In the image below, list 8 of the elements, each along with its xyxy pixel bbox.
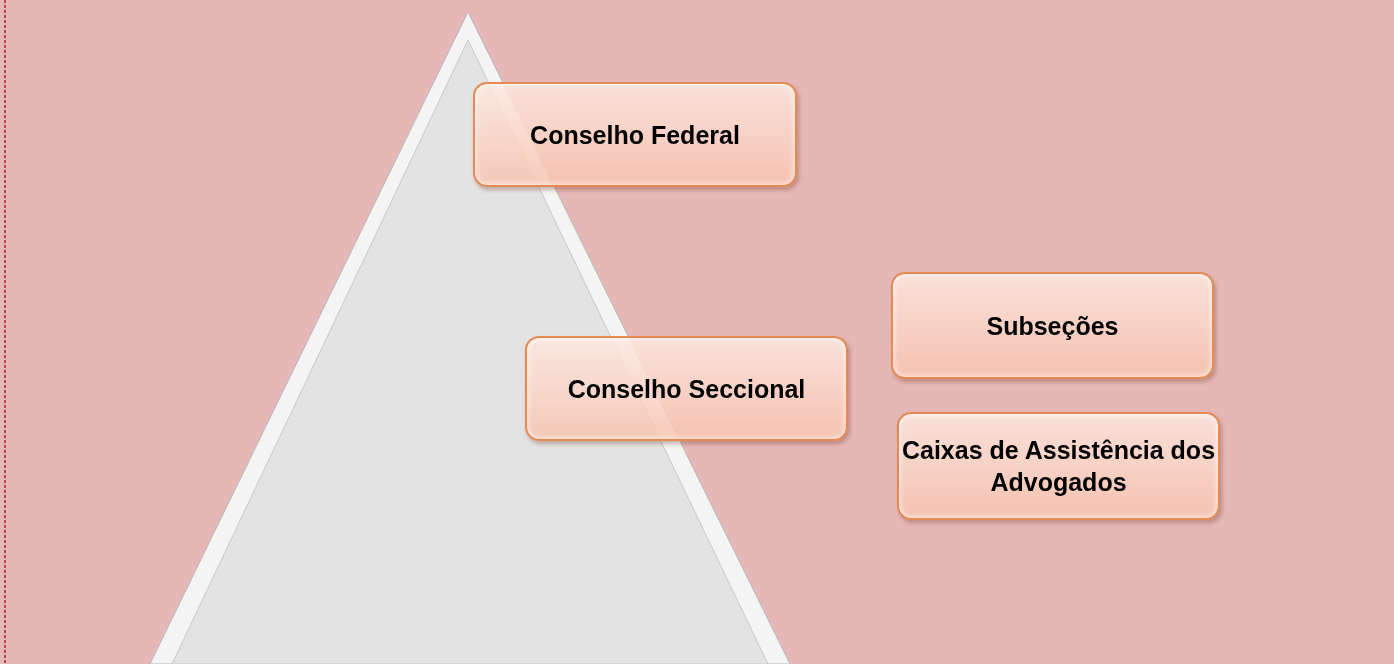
- org-unit-box: [897, 412, 1220, 520]
- unit-name: Caixas de Assistência dos Advogados: [900, 435, 1217, 498]
- org-unit-box: [891, 272, 1214, 379]
- unit-name: Conselho Seccional: [567, 373, 806, 405]
- org-unit-box: [473, 82, 797, 187]
- unit-name: Conselho Federal: [530, 119, 740, 151]
- org-unit-box: [525, 336, 848, 441]
- unit-name: Subseções: [986, 310, 1119, 342]
